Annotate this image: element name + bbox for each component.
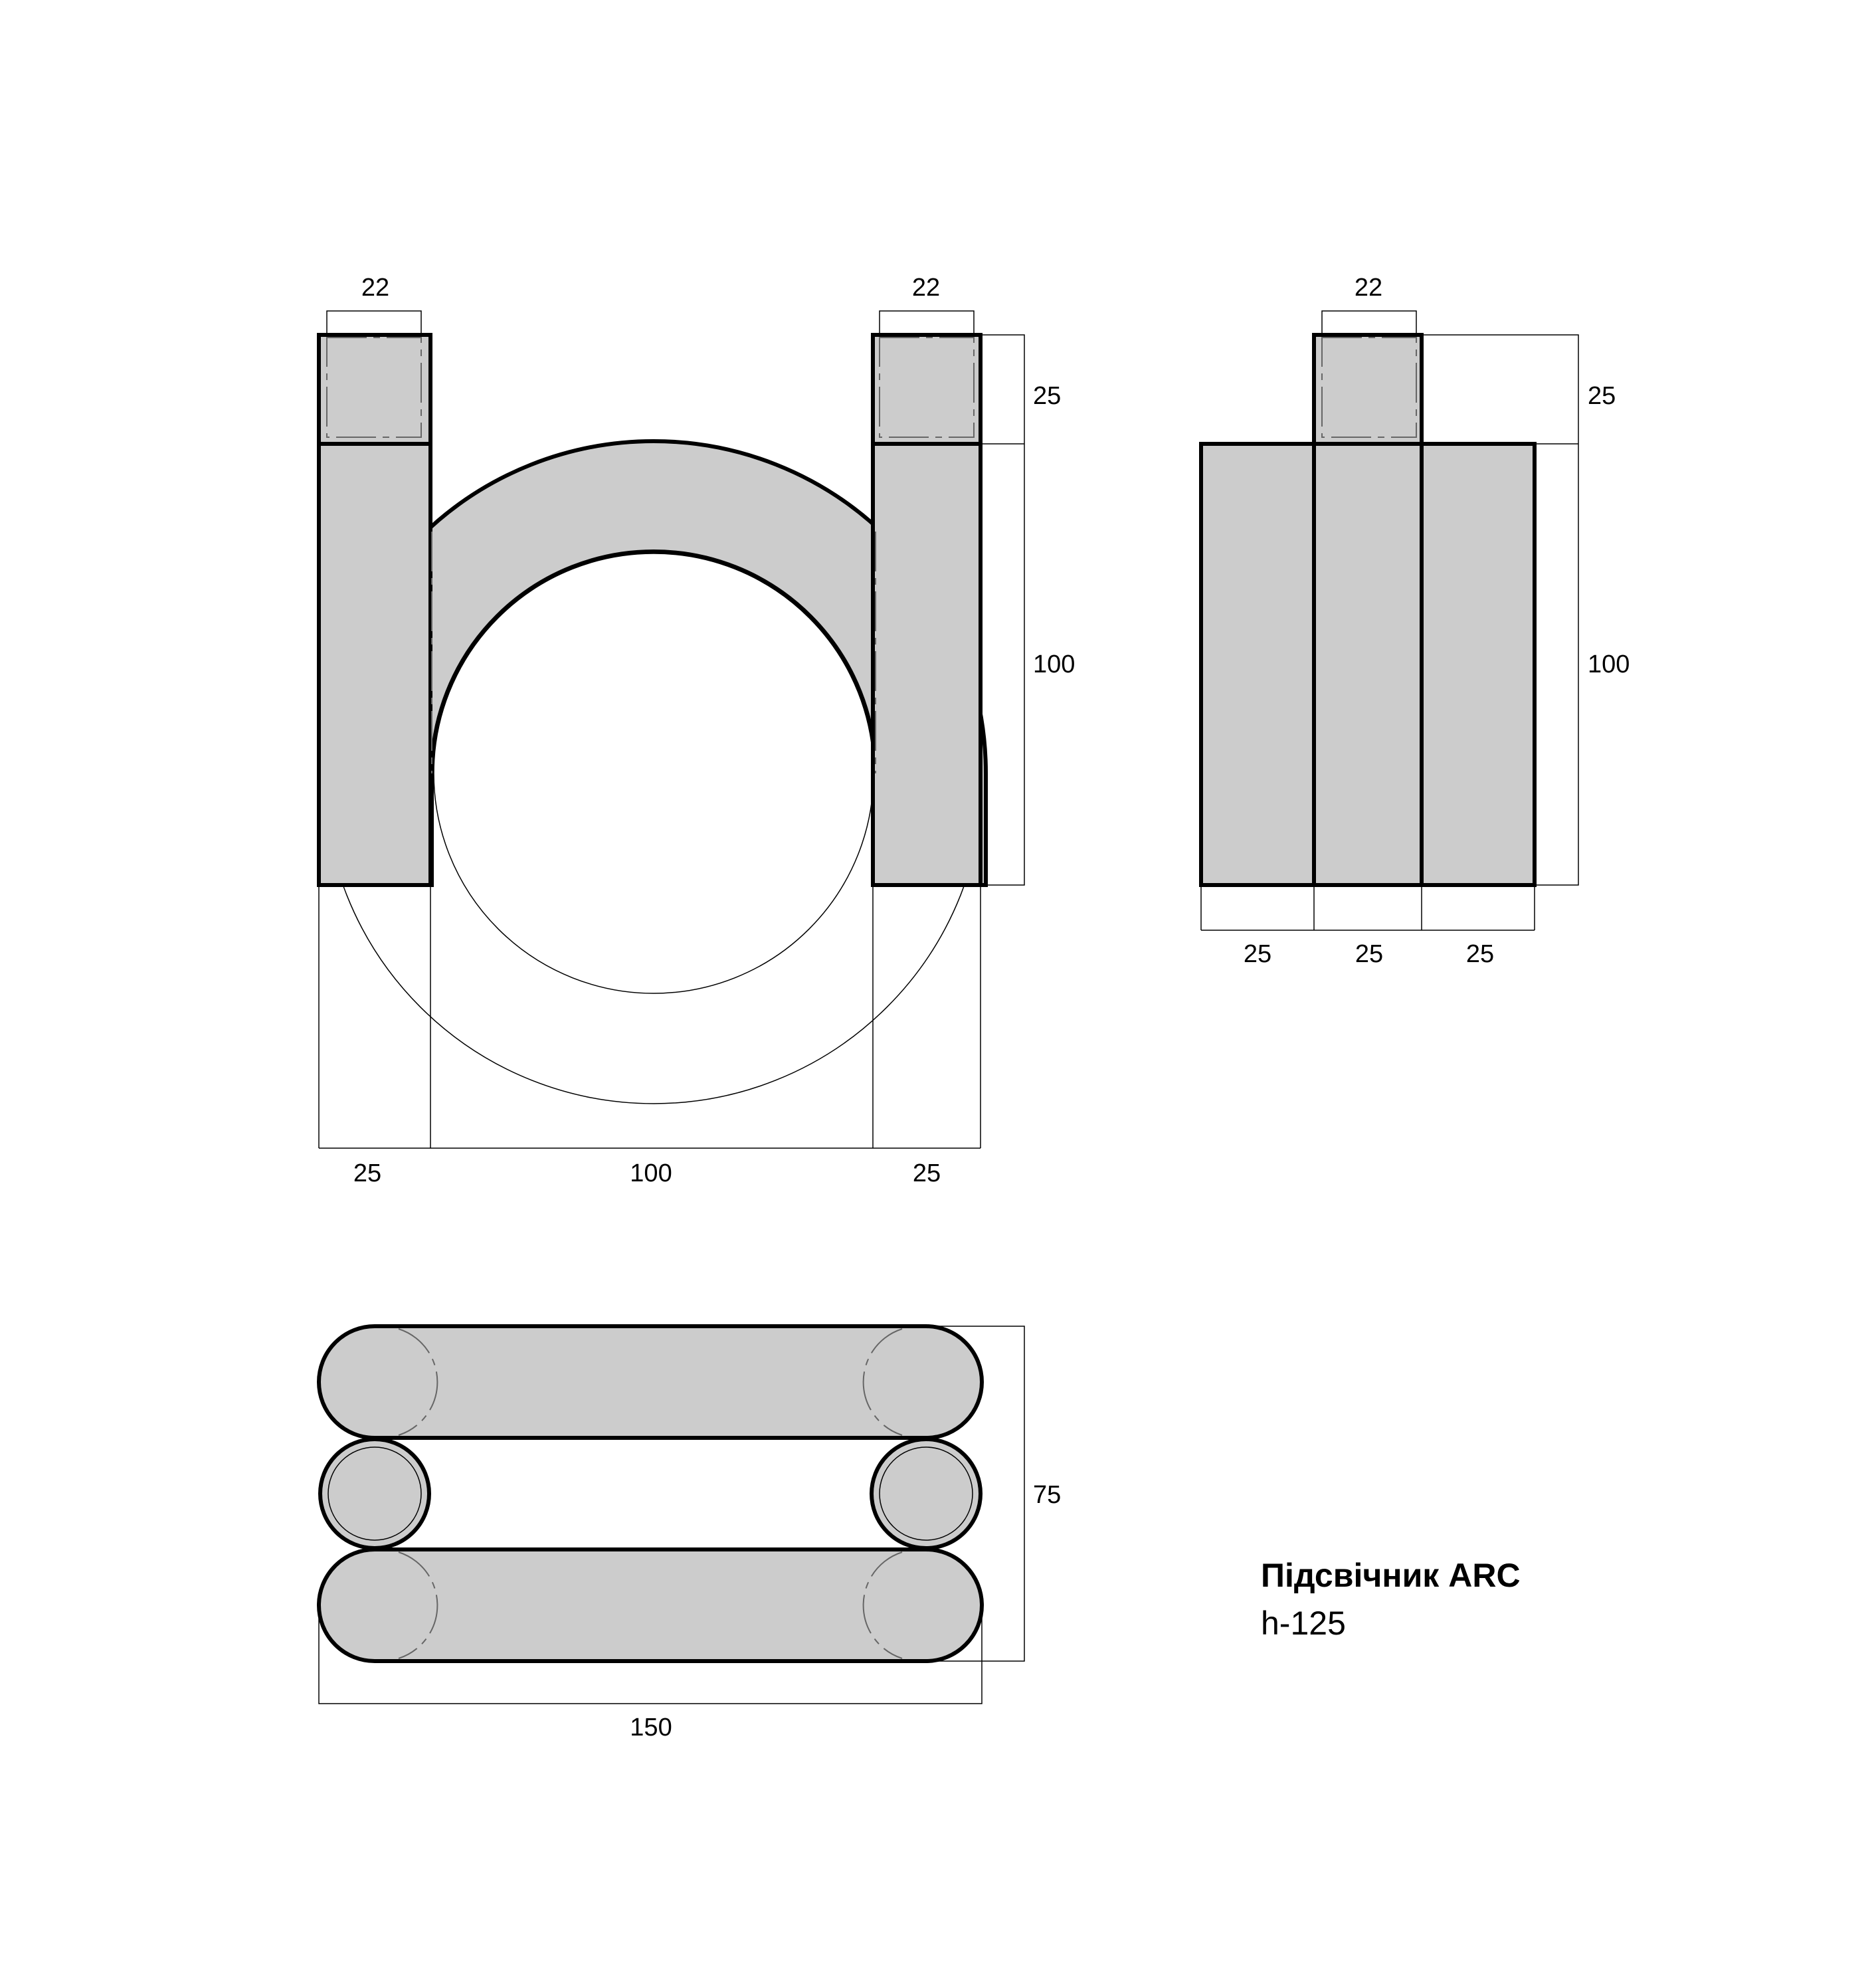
side-view: 22 25 100 25 25 25: [1199, 274, 1630, 968]
side-cap-height-text: 25: [1588, 382, 1616, 410]
side-body: [1199, 442, 1537, 887]
inner-construction-circle: [433, 553, 874, 994]
body-height-dim-text: 100: [1033, 650, 1075, 678]
side-cap: [1312, 333, 1424, 446]
top-view-width-dim-line: [318, 1605, 983, 1704]
top-right-dim-text: 22: [912, 274, 940, 302]
top-right-dim-line: [879, 310, 975, 335]
side-cap-hidden-edge: [1321, 337, 1417, 438]
top-left-dim-line: [326, 310, 422, 335]
side-top-dim-line: [1321, 310, 1417, 335]
side-segment-3-text: 25: [1466, 940, 1494, 968]
right-cap-hidden-edge: [879, 337, 975, 438]
bottom-dim-lines: [318, 885, 981, 1149]
side-body-height-text: 100: [1588, 650, 1630, 678]
side-segment-2-text: 25: [1355, 940, 1383, 968]
bottom-bar: [317, 1547, 984, 1663]
middle-right-circle: [870, 1437, 983, 1550]
left-cap: [317, 333, 432, 446]
top-view-depth-dim-line: [926, 1326, 1025, 1662]
side-height-dim-line: [1422, 334, 1579, 886]
bottom-left-dim-text: 25: [353, 1159, 381, 1187]
right-cap: [871, 333, 983, 446]
side-bottom-dim-lines: [1200, 885, 1535, 931]
cap-height-dim-text: 25: [1033, 382, 1061, 410]
side-top-dim-text: 22: [1355, 274, 1382, 302]
bottom-bar-hidden-left: [398, 1551, 438, 1659]
middle-right-inner: [879, 1446, 973, 1541]
right-leg: [871, 442, 983, 887]
bottom-bar-hidden-right: [862, 1551, 903, 1659]
product-subtitle: h-125: [1261, 1605, 1346, 1642]
top-view: 75 150: [317, 1324, 1061, 1741]
side-dividers: [1312, 444, 1424, 885]
middle-left-circle: [318, 1437, 431, 1550]
bottom-right-dim-text: 25: [913, 1159, 941, 1187]
product-title: Підсвічник ARC: [1261, 1557, 1521, 1594]
top-view-depth-text: 75: [1033, 1481, 1061, 1509]
top-bar-hidden-left: [398, 1328, 438, 1436]
side-segment-1-text: 25: [1244, 940, 1271, 968]
bottom-center-dim-text: 100: [630, 1159, 672, 1187]
top-bar-hidden-right: [862, 1328, 903, 1436]
front-view: 22 22 25 100 25 100 25: [317, 274, 1075, 1187]
left-leg: [317, 442, 432, 887]
middle-left-inner: [328, 1446, 422, 1541]
left-cap-hidden-edge: [326, 337, 422, 438]
top-view-width-text: 150: [630, 1714, 672, 1741]
top-left-dim-text: 22: [361, 274, 389, 302]
top-bar: [317, 1324, 984, 1440]
cap-height-dim-line: [981, 334, 1025, 886]
